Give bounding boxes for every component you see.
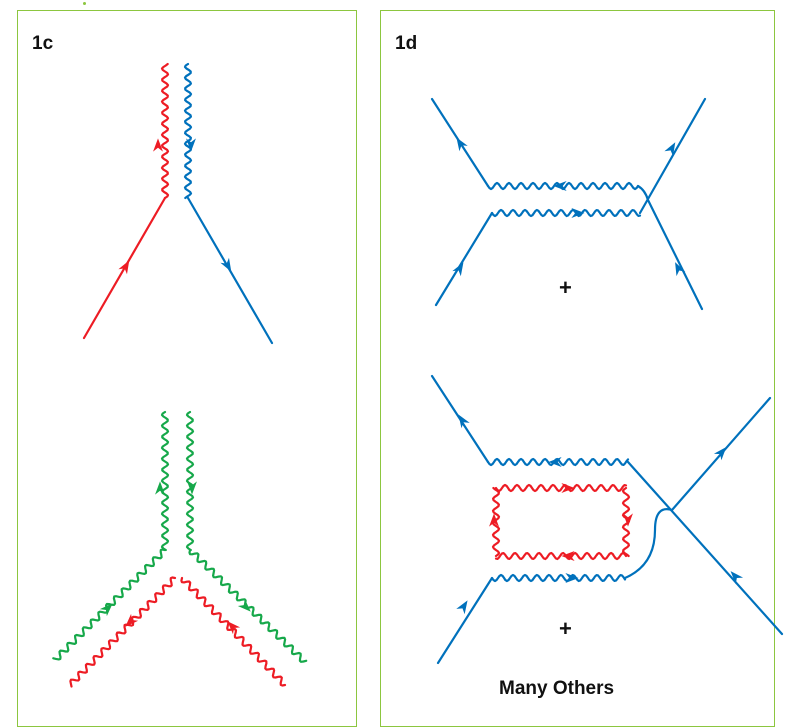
blue-arrow-lower-left-2	[456, 600, 468, 615]
red-loop-bottom	[494, 551, 628, 561]
red-gluon-right-arm	[180, 576, 287, 687]
green-arrow-down	[187, 481, 197, 495]
blue-arrow-lower-left	[452, 262, 464, 277]
blue-quark-hop-line	[623, 396, 772, 580]
green-arrow-left-arm	[99, 603, 113, 617]
blue-arrow-down-wavy	[186, 138, 196, 152]
blue-arrow-upper-left-2	[458, 414, 470, 429]
blue-arrow-lower-right	[675, 262, 686, 277]
red-arrow-right-arm	[227, 621, 241, 635]
frame-marker-dot	[83, 2, 86, 5]
green-gluon-vertical-left	[160, 410, 170, 552]
plus-sign-1: +	[559, 275, 572, 300]
red-arrow-left-arm	[125, 613, 139, 627]
many-others-caption: Many Others	[499, 678, 615, 699]
blue-gluon-line	[183, 62, 193, 200]
blue-quark-lower-left	[434, 211, 494, 307]
blue-arrow-upper-wavy	[553, 181, 567, 191]
green-gluon-vertical-right	[185, 410, 195, 552]
blue-quark-crossing-2	[638, 97, 707, 215]
red-arrow-loop-right	[623, 513, 633, 527]
blue-quark-long-diagonal	[626, 460, 784, 636]
blue-arrow-upper-left	[456, 137, 468, 152]
blue-gluon-lower	[490, 208, 642, 218]
blue-quark-crossing-1	[636, 184, 704, 311]
red-loop-top	[494, 483, 628, 493]
green-gluon-left-arm	[52, 548, 167, 661]
blue-arrow-lower-wavy	[571, 208, 585, 218]
red-arrow-loop-bottom	[561, 551, 575, 561]
blue-arrow-upper-right	[664, 142, 676, 157]
green-arrow-up	[155, 481, 165, 495]
plus-sign-2: +	[559, 616, 572, 641]
red-arrow-up-wavy	[153, 138, 163, 152]
panel-label-1d: 1d	[395, 33, 418, 54]
blue-arrow-lower-wavy-2	[565, 573, 579, 583]
blue-gluon-lower-2	[490, 573, 627, 583]
panel-label-1c: 1c	[32, 33, 54, 54]
blue-arrow-long-diagonal	[730, 571, 744, 585]
blue-arrow-upper-right-2	[713, 447, 727, 461]
blue-quark-lower-left-2	[436, 576, 494, 665]
red-gluon-left-arm	[69, 576, 177, 688]
red-arrow-loop-top	[561, 483, 575, 493]
red-gluon-line	[160, 62, 170, 200]
red-arrow-loop-left	[489, 513, 499, 527]
red-arrow-up-straight	[118, 260, 130, 275]
blue-arrow-down-straight	[220, 257, 232, 272]
green-arrow-right-arm	[237, 598, 251, 612]
blue-arrow-upper-wavy-2	[548, 457, 562, 467]
